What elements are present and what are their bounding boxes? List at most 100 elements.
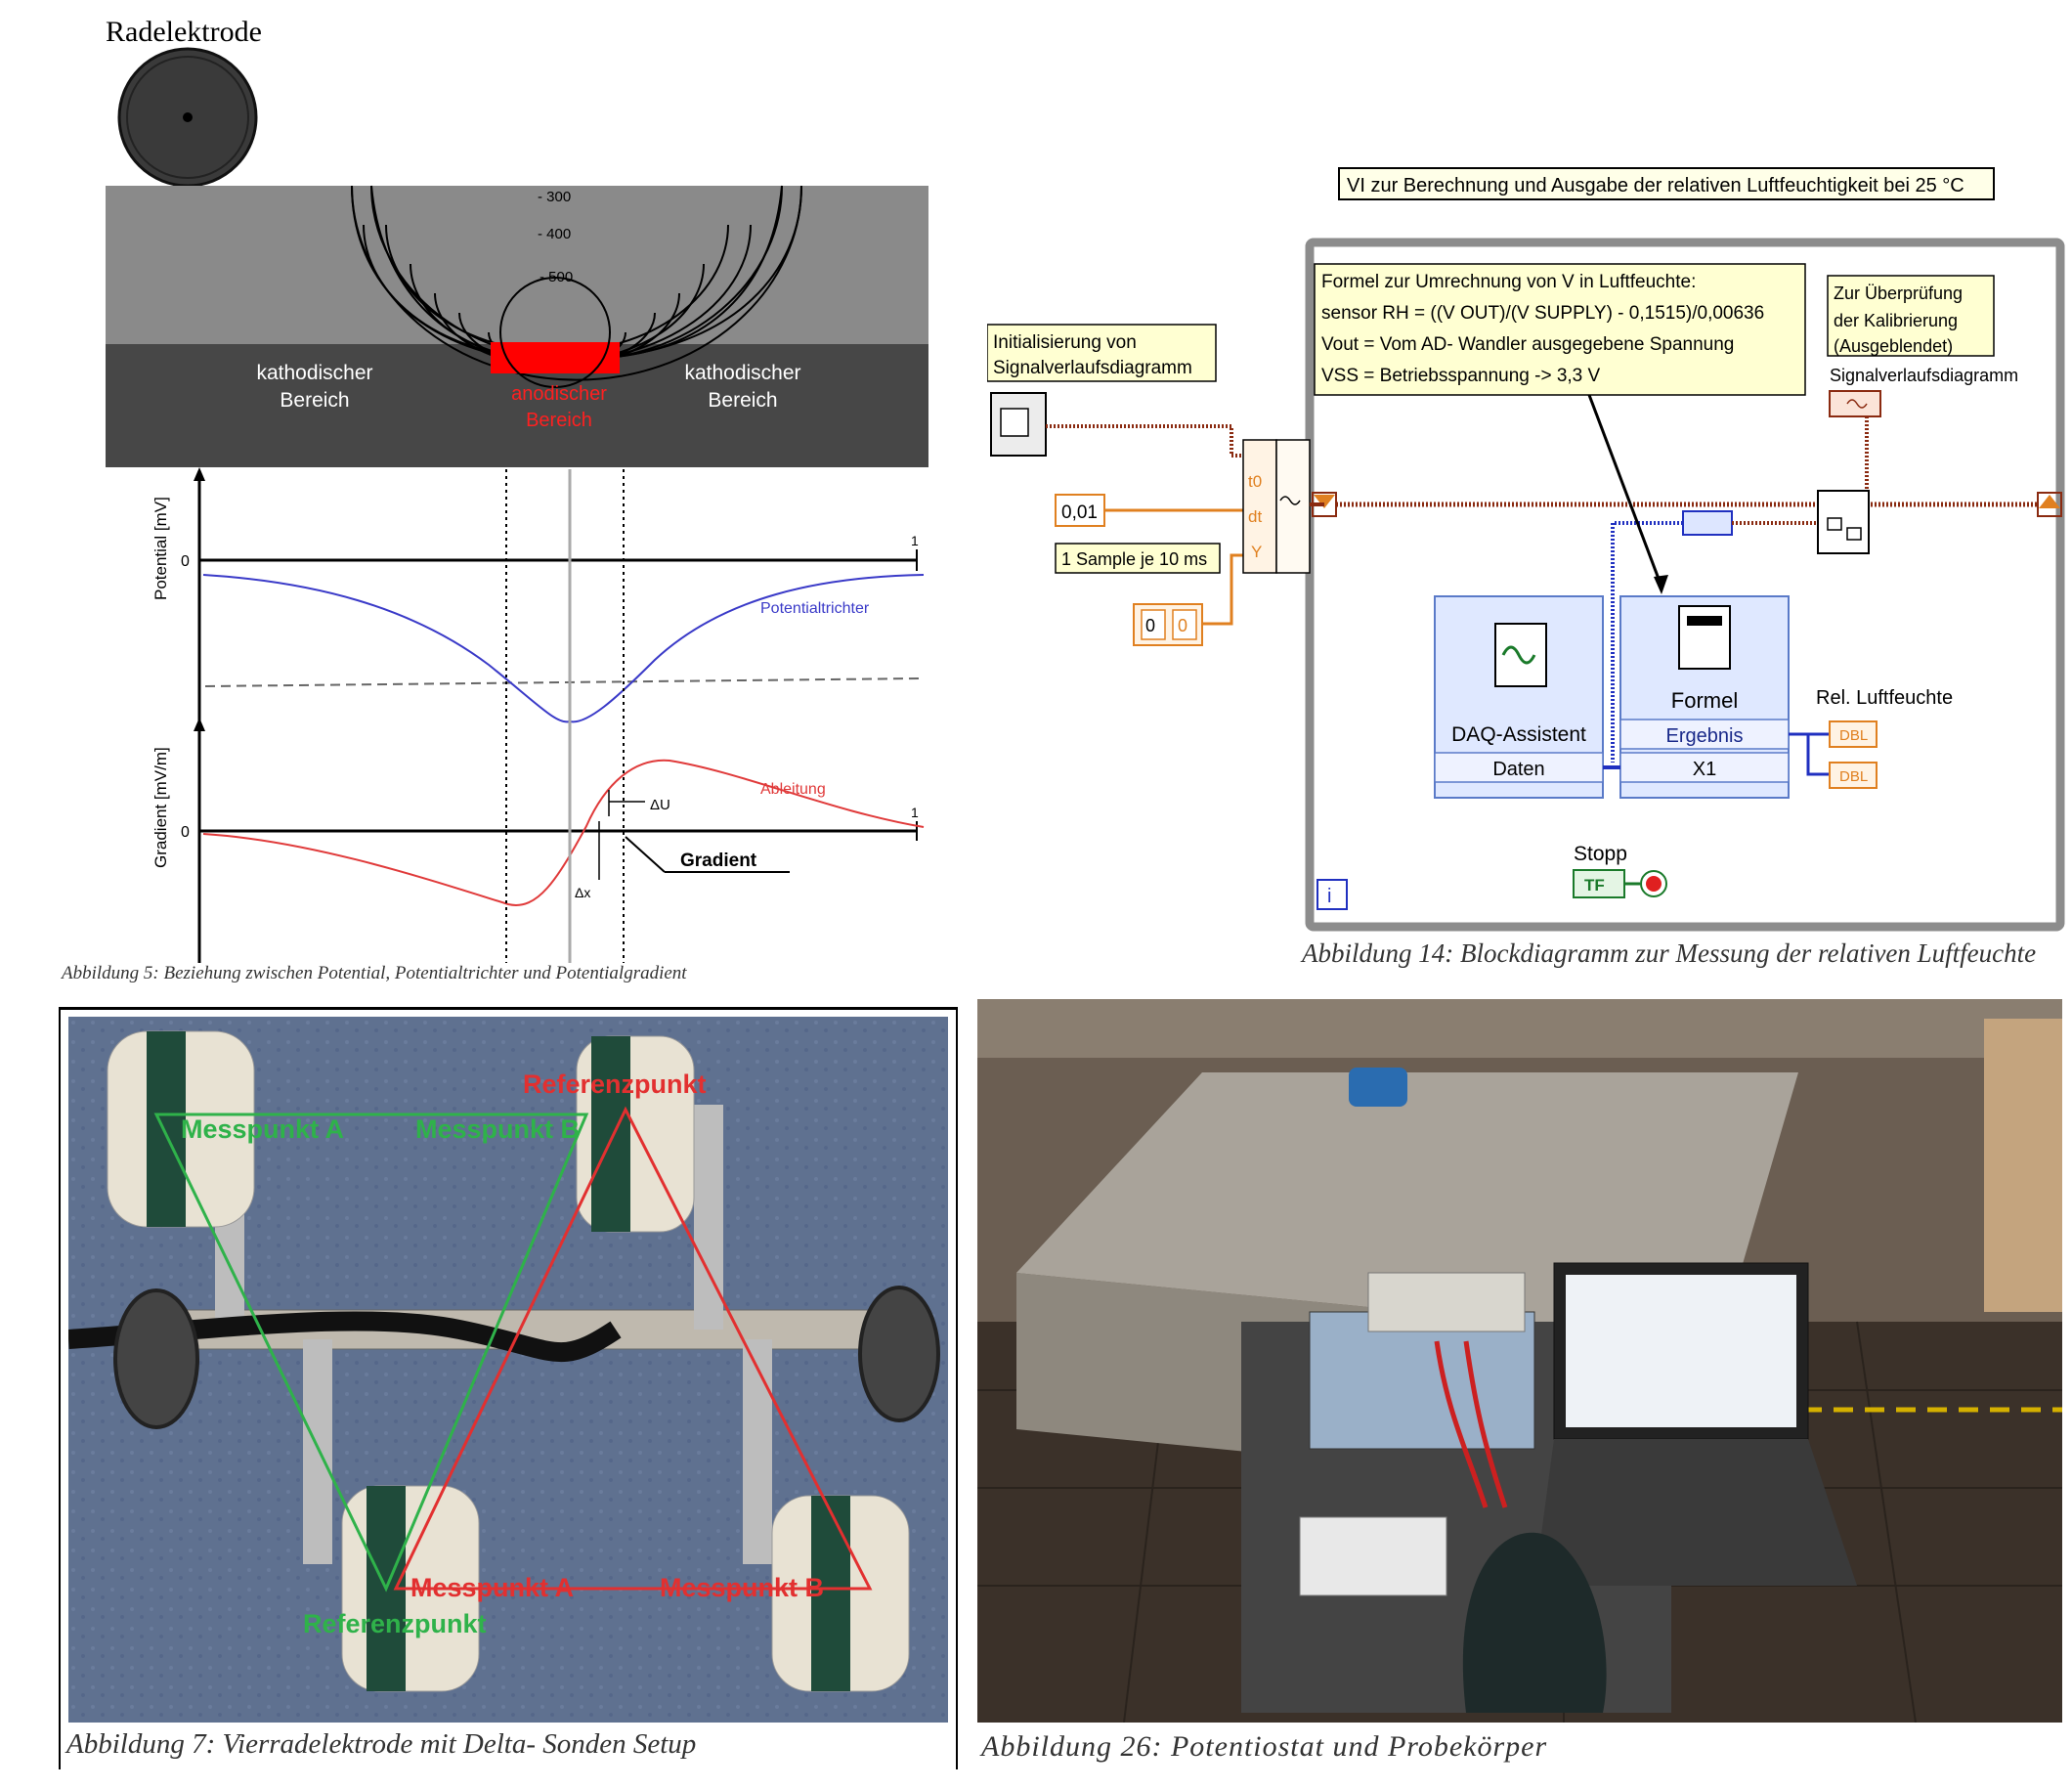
figure-14-caption: Abbildung 14: Blockdiagramm zur Messung … <box>1302 938 2037 968</box>
delta-x-label: Δx <box>575 885 590 900</box>
right-area-label: kathodischer <box>684 362 800 384</box>
red-delta <box>393 1106 873 1591</box>
stop-label: Stopp <box>1574 843 1627 865</box>
figure-5-diagram: Radelektrode - 300 - 400 <box>106 16 928 963</box>
center-area-label: anodischer <box>511 383 607 405</box>
convert-node <box>1682 510 1733 536</box>
shift-register-right <box>2039 495 2060 508</box>
iteration-label: i <box>1327 886 1331 907</box>
formula-note-line: VSS = Betriebsspannung -> 3,3 V <box>1321 366 1601 386</box>
gradient-one-label: 1 <box>911 805 919 820</box>
formula-port-result: Ergebnis <box>1666 725 1744 747</box>
anodic-labels: anodischer Bereich <box>511 383 607 431</box>
formula-note-line: Formel zur Umrechnung von V in Luftfeuch… <box>1321 272 1696 292</box>
figure-5-caption: Abbildung 5: Beziehung zwischen Potentia… <box>62 963 687 983</box>
potentiostat <box>1309 1311 1535 1450</box>
four-wheel-electrode-illustration: Messpunkt A Messpunkt B Referenzpunkt Me… <box>68 1017 948 1723</box>
while-loop-frame <box>1305 238 2065 932</box>
y-port: Y <box>1251 543 1262 561</box>
wheel-electrode-axle <box>183 112 193 122</box>
figure-7-top-rule <box>59 1007 958 1010</box>
init-note-line: Initialisierung von <box>993 332 1137 353</box>
support-wheel <box>858 1286 940 1422</box>
dynamic-data-wire <box>1611 521 1683 763</box>
dt-constant <box>1055 494 1105 527</box>
gradient-zero-label: 0 <box>181 824 190 841</box>
right-area-label: Bereich <box>708 389 777 412</box>
potential-one-label: 1 <box>911 533 919 548</box>
dt-value: 0,01 <box>1061 502 1098 523</box>
contour-label: - 500 <box>540 269 573 285</box>
green-measure-a: Messpunkt A <box>181 1114 344 1144</box>
figure-7-left-rule <box>59 1007 61 1769</box>
figure-26-photo <box>977 999 2062 1723</box>
rh-label: Rel. Luftfeuchte <box>1816 687 1953 709</box>
vi-header: VI zur Berechnung und Ausgabe der relati… <box>1347 175 1964 196</box>
left-area-label: Bereich <box>280 389 349 412</box>
y-wire <box>1202 553 1243 626</box>
contour-label: - 400 <box>538 226 571 242</box>
stop-button-terminal <box>1573 869 1625 898</box>
calib-note-line: Zur Überprüfung <box>1834 284 1963 303</box>
daq-title: DAQ-Assistent <box>1451 723 1586 746</box>
formula-port-x1: X1 <box>1693 759 1716 780</box>
green-measure-b: Messpunkt B <box>415 1114 580 1144</box>
formula-note-line: Vout = Vom AD- Wandler ausgegebene Spann… <box>1321 334 1734 355</box>
center-area-label: Bereich <box>526 410 592 431</box>
iteration-terminal <box>1317 879 1348 910</box>
potential-y-label: Potential [mV] <box>151 497 170 600</box>
dt-port: dt <box>1248 507 1262 526</box>
probe-device <box>1349 1068 1407 1107</box>
rh-indicator-2-type: DBL <box>1839 768 1868 785</box>
formula-note-line: sensor RH = ((V OUT)/(V SUPPLY) - 0,1515… <box>1321 303 1764 324</box>
calculator-icon <box>1678 605 1731 670</box>
electrode-wheel <box>107 1030 255 1228</box>
concrete-cover <box>106 186 928 344</box>
red-reference: Referenzpunkt <box>523 1069 707 1099</box>
potential-reference-line <box>204 677 920 687</box>
door <box>1984 1019 2062 1312</box>
gradient-label: Gradient <box>680 851 757 871</box>
red-measure-b: Messpunkt B <box>660 1573 824 1602</box>
contour-label: - 300 <box>538 189 571 205</box>
potential-trough-curve <box>202 574 925 723</box>
init-note-line: Signalverlaufsdiagramm <box>993 358 1192 378</box>
figure-divider <box>956 1007 958 1769</box>
build-waveform-node <box>1242 439 1277 574</box>
figure-14: VI zur Berechnung und Ausgabe der relati… <box>987 156 2072 987</box>
contour-labels: - 300 - 400 - 500 <box>538 189 573 285</box>
calib-note-line: (Ausgeblendet) <box>1834 336 1953 356</box>
stop-type: TF <box>1584 876 1605 894</box>
sample-note: 1 Sample je 10 ms <box>1061 549 1207 569</box>
rh-indicator-type: DBL <box>1839 727 1868 744</box>
potential-curve-label: Potentialtrichter <box>760 600 870 617</box>
potentiostat-setup-illustration <box>977 999 2062 1723</box>
calib-note-line: der Kalibrierung <box>1834 311 1958 330</box>
derivative-curve-label: Ableitung <box>760 781 826 798</box>
labview-block-diagram: VI zur Berechnung und Ausgabe der relati… <box>987 167 2065 932</box>
shift-register-left <box>1314 495 1335 508</box>
note-arrow <box>1587 394 1663 588</box>
daq-port: Daten <box>1492 759 1544 780</box>
daq-device <box>1299 1516 1447 1596</box>
rh-indicator <box>1829 720 1878 748</box>
wheel-electrode-rim <box>126 56 249 179</box>
formula-title: Formel <box>1671 688 1738 713</box>
figure-5: Radelektrode - 300 - 400 <box>59 0 938 987</box>
delta-u-label: ΔU <box>650 797 670 813</box>
figure-26-caption: Abbildung 26: Potentiostat und Probekörp… <box>981 1730 1548 1763</box>
figure-7-photo: Messpunkt A Messpunkt B Referenzpunkt Me… <box>68 1017 948 1723</box>
electrode-wheel <box>771 1495 910 1692</box>
zero-array-value: 0 <box>1178 616 1187 635</box>
t0-port: t0 <box>1248 472 1262 491</box>
anodic-region <box>491 342 620 373</box>
rh-indicator-2 <box>1829 762 1878 789</box>
derivative-curve <box>202 759 925 906</box>
waveform-label: Signalverlaufsdiagramm <box>1830 366 2018 385</box>
green-delta <box>153 1113 589 1593</box>
waveform-terminal <box>1829 390 1881 417</box>
electrode-wheel <box>576 1035 695 1233</box>
gradient-y-label: Gradient [mV/m] <box>151 747 170 868</box>
red-measure-a: Messpunkt A <box>410 1573 574 1602</box>
figure-7-caption: Abbildung 7: Vierradelektrode mit Delta-… <box>66 1728 697 1760</box>
